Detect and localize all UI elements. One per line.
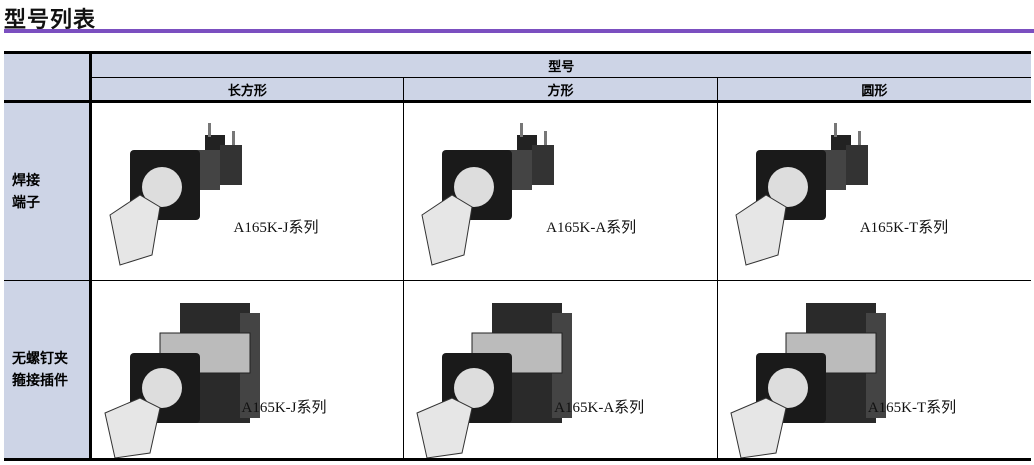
header-rectangular: 长方形 xyxy=(90,77,404,103)
row-label-clamp: 无螺钉夹 箍接插件 xyxy=(4,280,92,461)
cell-clamp-round: A165K-T系列 xyxy=(716,280,1031,461)
cell-clamp-rect: A165K-J系列 xyxy=(90,280,404,461)
row-label-line: 焊接 xyxy=(12,172,40,189)
header-round: 圆形 xyxy=(716,77,1031,103)
title-underline xyxy=(4,29,1034,33)
model-label: A165K-J系列 xyxy=(233,220,319,236)
row-label-line: 箍接插件 xyxy=(12,372,68,389)
switch-image xyxy=(416,302,573,458)
switch-image xyxy=(421,122,555,266)
model-table: 型号 长方形 方形 圆形 焊接 端子 A165K-J系列 A165K-A系列 A… xyxy=(4,51,1031,461)
cell-clamp-square: A165K-A系列 xyxy=(403,280,718,461)
switch-image xyxy=(104,302,260,458)
switch-image xyxy=(730,302,887,458)
cell-solder-round: A165K-T系列 xyxy=(716,101,1031,281)
row-label-line: 端子 xyxy=(12,194,40,211)
model-label: A165K-A系列 xyxy=(554,400,645,416)
cell-solder-square: A165K-A系列 xyxy=(403,101,718,281)
model-label: A165K-T系列 xyxy=(867,400,957,416)
page-title: 型号列表 xyxy=(4,8,97,33)
model-label: A165K-T系列 xyxy=(859,220,949,236)
model-label: A165K-A系列 xyxy=(546,220,637,236)
row-label-solder: 焊接 端子 xyxy=(4,101,92,281)
header-square: 方形 xyxy=(403,77,718,103)
row-label-line: 无螺钉夹 xyxy=(12,350,68,367)
header-model: 型号 xyxy=(90,51,1031,78)
model-label: A165K-J系列 xyxy=(241,400,327,416)
switch-image xyxy=(109,122,242,266)
switch-image xyxy=(735,122,869,266)
header-corner xyxy=(4,51,92,103)
cell-solder-rect: A165K-J系列 xyxy=(90,101,404,281)
